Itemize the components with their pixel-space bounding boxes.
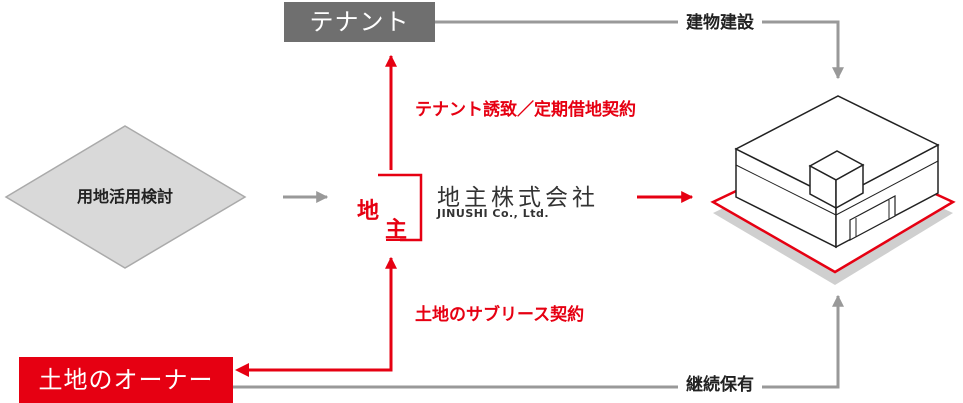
land-use-review-label: 用地活用検討 <box>76 187 173 206</box>
building-illustration <box>710 95 956 285</box>
logo-mark-outline <box>378 173 423 242</box>
tenant-invite-lease-label: テナント誘致／定期借地契約 <box>415 100 636 120</box>
arrowhead-to-owner <box>235 363 249 377</box>
land-sublease-label: 土地のサブリース契約 <box>415 305 585 325</box>
arrow-owner-to-building <box>233 294 844 389</box>
logo-char-ji: 地 <box>357 199 380 224</box>
ongoing-ownership-label: 継続保有 <box>678 370 762 395</box>
land-use-review-diamond <box>4 125 247 269</box>
land-owner-box: 土地のオーナー <box>19 357 233 403</box>
logo-char-nushi: 主 <box>385 218 408 243</box>
arrow-tenant-to-building <box>435 20 844 80</box>
building-construction-label: 建物建設 <box>678 8 762 33</box>
company-name-english: JINUSHI Co., Ltd. <box>437 207 550 220</box>
company-name: 地主株式会社 <box>437 185 599 211</box>
arrow-owner-to-company <box>248 256 397 372</box>
tenant-box: テナント <box>284 2 435 42</box>
